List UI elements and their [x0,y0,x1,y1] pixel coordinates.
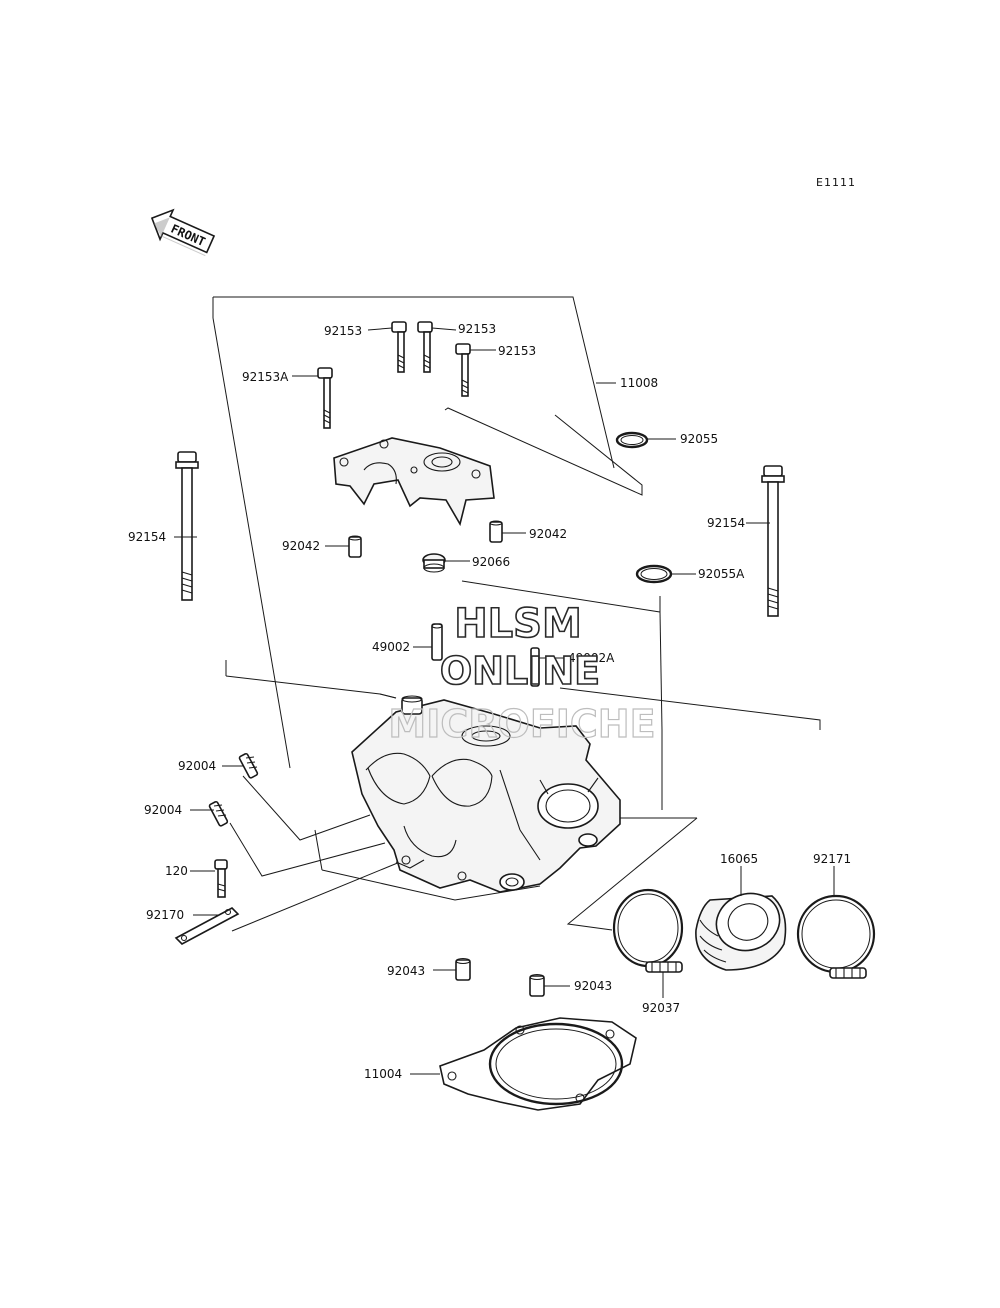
label-11008: 11008 [620,376,658,390]
label-92004-upper: 92004 [178,759,216,773]
label-49002: 49002 [372,640,410,654]
label-92153-b: 92153 [458,322,496,336]
bolt-92154-left [175,451,199,601]
label-92043-right: 92043 [574,979,612,993]
diagram-code: E1111 [816,176,856,189]
part-labels: 92153 92153 92153 92153A 11008 92055 921… [128,322,851,1081]
watermark: HLSM ONLINE MICROFICHE [388,600,656,746]
label-16065: 16065 [720,852,758,866]
label-92171: 92171 [813,852,851,866]
bolt-92153-b [417,321,433,373]
leader-lines [174,327,835,1075]
front-arrow-icon: FRONT [150,208,216,257]
label-92055: 92055 [680,432,718,446]
dowel-92042-left [348,535,362,558]
label-92042-right: 92042 [529,527,567,541]
valve-49002 [431,623,443,661]
dowel-92042-right [489,520,503,543]
seal-92055A [635,564,673,584]
label-92153-a: 92153 [324,324,362,338]
label-92170: 92170 [146,908,184,922]
assembly-frame-lines [212,296,821,932]
stud-92004-upper [238,752,259,779]
stud-92004-lower [208,800,229,827]
bolt-92154-right [761,465,785,617]
label-92037: 92037 [642,1001,680,1015]
gasket-11004 [439,1017,637,1111]
label-11004: 11004 [364,1067,402,1081]
watermark-line1: HLSM [454,601,582,647]
bolt-92153A [317,367,333,429]
holder-16065 [695,892,787,971]
dowel-92043-left [455,957,471,981]
watermark-line2: ONLINE [440,649,600,693]
bracket-92170 [174,907,240,945]
label-92153-c: 92153 [498,344,536,358]
label-92042-left: 92042 [282,539,320,553]
label-120: 120 [165,864,188,878]
bolt-120 [214,859,228,898]
seal-92055 [615,431,649,449]
label-92066: 92066 [472,555,510,569]
bolt-92153-a [391,321,407,373]
plug-92066 [422,553,446,573]
dowel-92043-right [529,973,545,997]
clamp-92171 [796,894,876,979]
clamp-92037 [612,888,684,973]
label-92043-left: 92043 [387,964,425,978]
watermark-line3: MICROFICHE [388,702,655,746]
camshaft-cap [333,437,495,527]
label-92154-left: 92154 [128,530,166,544]
cylinder-head [351,695,621,893]
label-92153A: 92153A [242,370,289,384]
valve-49002A [530,647,540,687]
label-92055A: 92055A [698,567,745,581]
bolt-92153-c [455,343,471,397]
label-49002A: 49002A [568,651,615,665]
label-92154-right: 92154 [707,516,745,530]
label-92004-lower: 92004 [144,803,182,817]
